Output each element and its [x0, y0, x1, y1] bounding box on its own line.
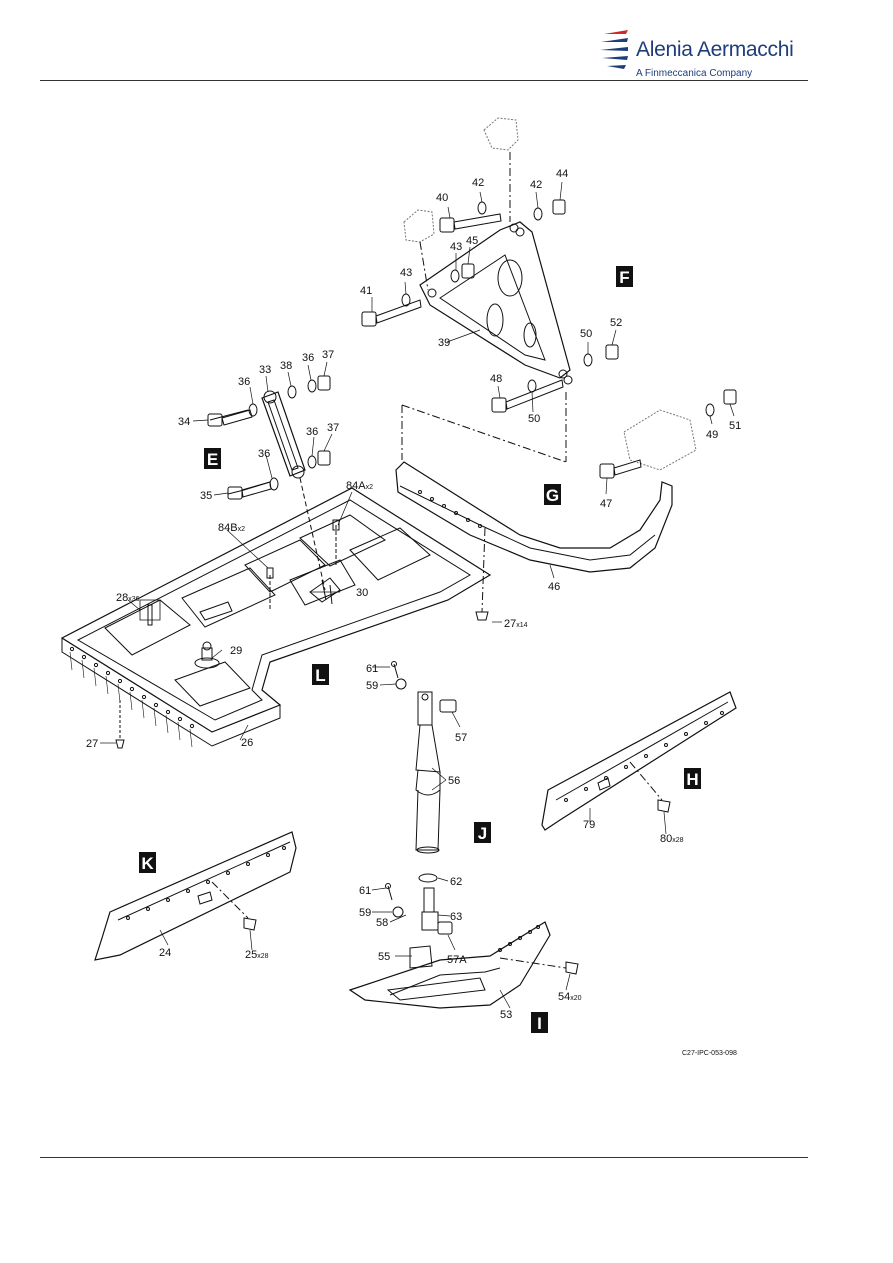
- item-label: 37: [327, 422, 339, 434]
- view-label-l: L: [315, 666, 325, 685]
- item-label: 41: [360, 285, 372, 297]
- hinge-bracket-30: [309, 577, 341, 605]
- leader-lines: [100, 181, 735, 1009]
- item-label: 56: [448, 775, 460, 787]
- item-label: 55: [378, 951, 390, 963]
- item-label: 79: [583, 819, 595, 831]
- bracket-f: [361, 117, 619, 413]
- panel-l-assembly: [60, 487, 492, 749]
- item-label: 42: [530, 179, 542, 191]
- view-label-e: E: [207, 450, 218, 469]
- header-rule: [40, 80, 808, 81]
- item-label: 36: [238, 376, 250, 388]
- item-label: 48: [490, 373, 502, 385]
- item-label: 80x28: [660, 833, 684, 845]
- item-label: 24: [159, 947, 171, 959]
- brand-tagline: A Finmeccanica Company: [636, 68, 753, 79]
- item-label: 46: [548, 581, 560, 593]
- item-label: 29: [230, 645, 242, 657]
- panel-h: [541, 691, 737, 831]
- item-label: 36: [306, 426, 318, 438]
- item-label: 40: [436, 192, 448, 204]
- panel-edge-holes: [69, 646, 195, 729]
- item-label: 61: [366, 663, 378, 675]
- fitting-29: [194, 641, 220, 669]
- view-label-g: G: [546, 486, 559, 505]
- item-label: 35: [200, 490, 212, 502]
- item-label: 57A: [447, 954, 467, 966]
- view-label-j: J: [478, 824, 487, 843]
- view-callouts: E F G H I J K L: [139, 266, 701, 1033]
- item-label: 59: [359, 907, 371, 919]
- item-label: 37: [322, 349, 334, 361]
- item-label: 59: [366, 680, 378, 692]
- item-label: 53: [500, 1009, 512, 1021]
- item-label: 54x20: [558, 991, 582, 1003]
- item-label: 26: [241, 737, 253, 749]
- footer-rule: [40, 1157, 808, 1158]
- item-label: 50: [580, 328, 592, 340]
- item-label: 84Ax2: [346, 480, 373, 492]
- aermacchi-swoosh-icon: [600, 30, 628, 69]
- strut-j: [385, 661, 457, 969]
- item-label: 61: [359, 885, 371, 897]
- item-label: 58: [376, 917, 388, 929]
- rod-assembly-e: [207, 375, 331, 591]
- item-label: 49: [706, 429, 718, 441]
- item-label: 44: [556, 168, 568, 180]
- view-label-h: H: [686, 770, 698, 789]
- frame-g: [395, 389, 737, 621]
- item-label: 42: [472, 177, 484, 189]
- item-label: 25x28: [245, 949, 269, 961]
- item-label: 36: [302, 352, 314, 364]
- company-logo: Alenia Aermacchi A Finmeccanica Company: [598, 22, 798, 82]
- page-header: Alenia Aermacchi A Finmeccanica Company: [0, 0, 893, 90]
- item-label: 43: [450, 241, 462, 253]
- item-label: 39: [438, 337, 450, 349]
- item-label: 62: [450, 876, 462, 888]
- item-label: 27: [86, 738, 98, 750]
- item-label: 30: [356, 587, 368, 599]
- item-label: 84Bx2: [218, 522, 245, 534]
- item-label: 28x36: [116, 592, 140, 604]
- fairing-i: [348, 921, 579, 1009]
- item-label: 63: [450, 911, 462, 923]
- figure-reference: C27-IPC-053-098: [682, 1050, 737, 1057]
- item-label: 43: [400, 267, 412, 279]
- item-label: 38: [280, 360, 292, 372]
- item-label: 36: [258, 448, 270, 460]
- brand-name: Alenia Aermacchi: [636, 38, 794, 61]
- item-label: 50: [528, 413, 540, 425]
- item-label: 52: [610, 317, 622, 329]
- item-label: 57: [455, 732, 467, 744]
- item-label: 34: [178, 416, 190, 428]
- item-label: 51: [729, 420, 741, 432]
- view-label-i: I: [537, 1014, 542, 1033]
- view-label-k: K: [141, 854, 154, 873]
- view-label-f: F: [619, 268, 629, 287]
- panel-k: [94, 831, 297, 961]
- item-label: 27x14: [504, 618, 528, 630]
- item-labels: 34 35 36 33 38 36 37 36 36 37 84Ax2 84Bx…: [86, 168, 741, 1057]
- item-label: 47: [600, 498, 612, 510]
- item-label: 33: [259, 364, 271, 376]
- item-label: 45: [466, 235, 478, 247]
